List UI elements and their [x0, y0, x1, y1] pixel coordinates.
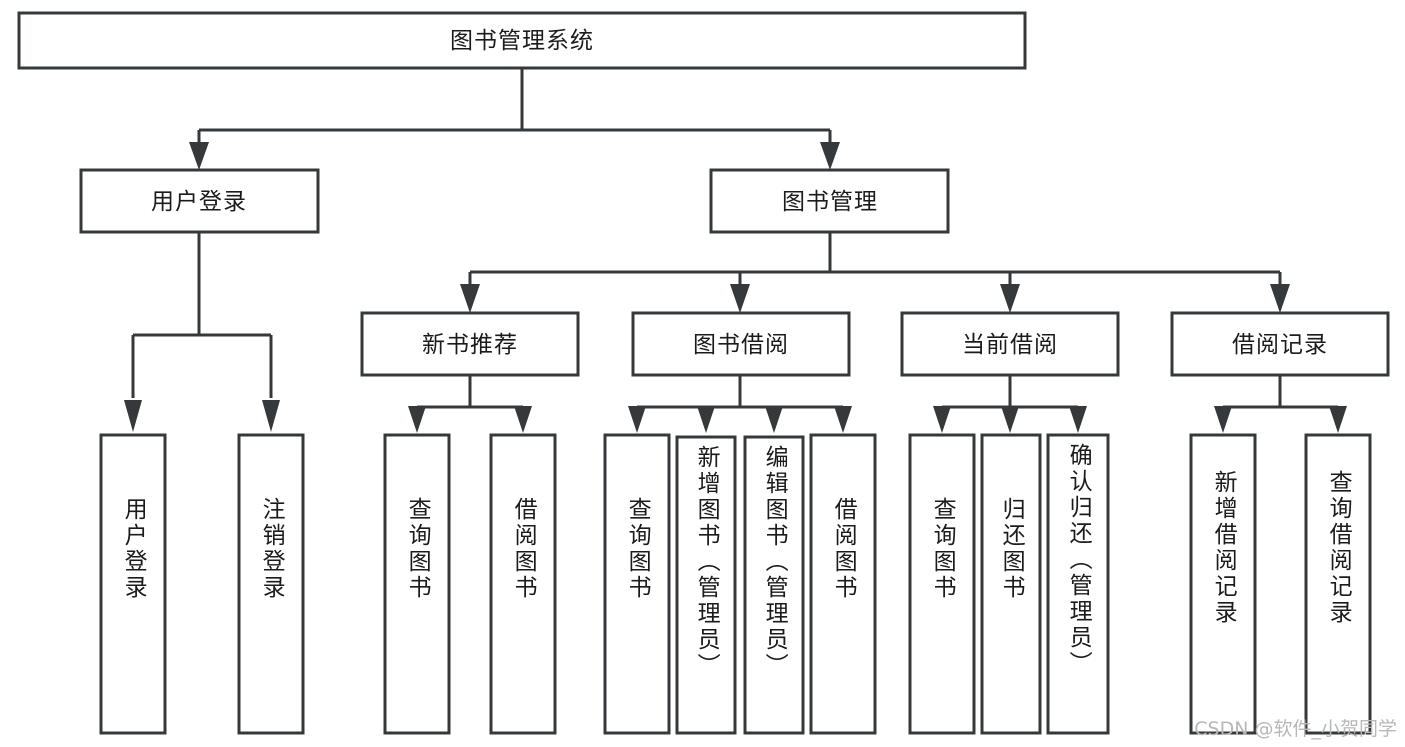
leaf-box-current-borrow-confirm[interactable]: [1046, 433, 1110, 735]
arrow-to-book-borrow: [730, 284, 750, 313]
arrow-new-book-leaf-2: [514, 406, 532, 433]
leaf-box-book-borrow-edit[interactable]: [743, 435, 805, 735]
arrow-book-borrow-leaf-2: [697, 406, 715, 433]
leaf-box-new-book-query[interactable]: [383, 433, 451, 735]
arrow-current-borrow-leaf-2: [1001, 406, 1019, 433]
node-user-login[interactable]: 用户登录: [79, 168, 320, 234]
node-root-label: 图书管理系统: [450, 28, 594, 54]
arrow-borrow-record-leaf-2: [1329, 406, 1347, 433]
leaf-box-new-book-borrow[interactable]: [489, 433, 557, 735]
arrow-to-current-borrow: [1000, 284, 1020, 313]
node-book-borrow-box[interactable]: [631, 311, 851, 377]
arrow-new-book-leaf-1: [408, 406, 426, 433]
node-current-borrow-label: 当前借阅: [962, 332, 1058, 358]
arrow-to-new-book-recommend: [460, 284, 480, 313]
arrow-book-borrow-leaf-1: [628, 406, 646, 433]
node-book-borrow[interactable]: 图书借阅: [631, 311, 851, 377]
node-borrow-record[interactable]: 借阅记录: [1170, 311, 1390, 377]
node-root-book-management-system[interactable]: 图书管理系统: [17, 11, 1027, 70]
node-current-borrow-box[interactable]: [900, 311, 1120, 377]
arrow-to-borrow-record: [1270, 284, 1290, 313]
node-borrow-record-box[interactable]: [1170, 311, 1390, 377]
node-current-borrow[interactable]: 当前借阅: [900, 311, 1120, 377]
leaf-box-book-borrow-query[interactable]: [603, 433, 671, 735]
arrow-user-login-leaf-2: [262, 400, 280, 432]
leaf-box-borrow-record-query[interactable]: [1304, 433, 1372, 735]
node-user-login-label: 用户登录: [151, 189, 247, 215]
arrow-book-borrow-leaf-4: [834, 406, 852, 433]
leaf-box-borrow-record-add[interactable]: [1189, 433, 1257, 735]
arrow-root-to-user-login: [189, 142, 209, 170]
node-borrow-record-label: 借阅记录: [1232, 332, 1328, 358]
arrow-user-login-leaf-1: [124, 400, 142, 432]
leaf-box-user-login-logout[interactable]: [237, 433, 305, 735]
arrow-book-borrow-leaf-3: [765, 406, 783, 433]
node-new-book-recommend-label: 新书推荐: [422, 332, 518, 358]
leaf-box-current-borrow-query[interactable]: [908, 433, 976, 735]
arrow-current-borrow-leaf-1: [933, 406, 951, 433]
connector-layer: [124, 68, 1347, 433]
node-root-box[interactable]: [17, 11, 1027, 70]
node-new-book-recommend[interactable]: 新书推荐: [360, 311, 580, 377]
leaf-box-book-borrow-lend[interactable]: [809, 433, 877, 735]
node-new-book-recommend-box[interactable]: [360, 311, 580, 377]
arrow-borrow-record-leaf-1: [1214, 406, 1232, 433]
node-user-login-box[interactable]: [79, 168, 320, 234]
node-book-management-label: 图书管理: [782, 189, 878, 215]
node-book-management[interactable]: 图书管理: [709, 168, 950, 234]
arrow-current-borrow-leaf-3: [1069, 406, 1087, 433]
leaf-box-book-borrow-add[interactable]: [675, 435, 737, 735]
arrow-root-to-book-mgmt: [820, 142, 840, 170]
watermark-text: CSDN @软件_小贺同学: [1194, 718, 1397, 740]
node-book-borrow-label: 图书借阅: [693, 332, 789, 358]
node-book-management-box[interactable]: [709, 168, 950, 234]
leaf-box-user-login-login[interactable]: [99, 433, 167, 735]
leaf-box-current-borrow-return[interactable]: [980, 433, 1042, 735]
